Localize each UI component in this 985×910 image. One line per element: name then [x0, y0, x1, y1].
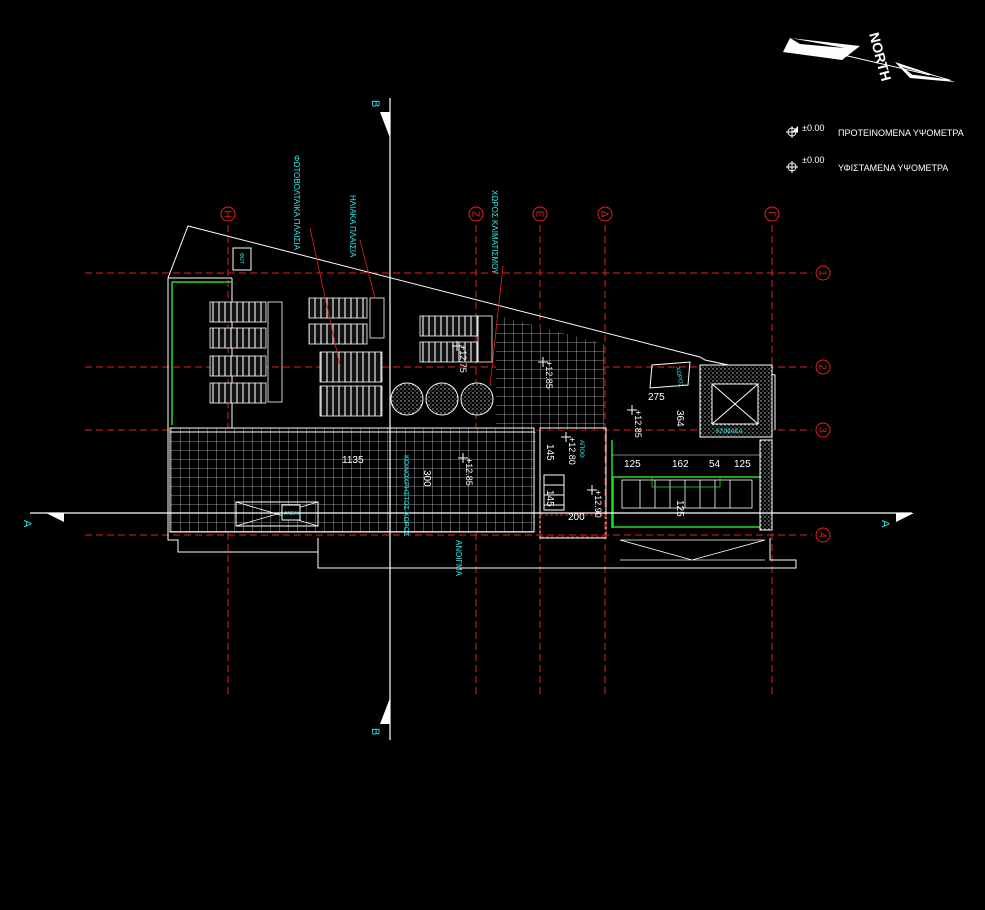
- grid-column-bubble: Δ: [597, 206, 613, 222]
- grid-row-bubble: 3: [815, 422, 831, 438]
- grid-column-bubble: Ε: [532, 206, 548, 222]
- dimension-200: 200: [568, 512, 585, 523]
- roof-garden-label: ΚΟΙΝΟΧΡΗΣΤΟΣ ΧΩΡΟΣ: [402, 455, 409, 537]
- section-a-right-label: Α: [879, 520, 891, 528]
- grid-row-label: 3: [817, 427, 828, 433]
- legend-label-existing: ΥΦΙΣΤΑΜΕΝΑ ΥΨΟΜΕΤΡΑ: [838, 163, 948, 173]
- elevation-value: +12.85: [544, 361, 554, 389]
- dimensions: 1135 300 145 145 200 275 364 125 162 54 …: [342, 392, 762, 523]
- grid-column-bubble: Ζ: [468, 206, 484, 222]
- annotations: ΦΩΤΟΒΟΛΤΑΙΚΑ ΠΛΑΙΣΙΑ ΗΛΙΑΚΑ ΠΛΑΙΣΙΑ ΧΩΡΟ…: [292, 155, 743, 577]
- section-line-a: Α Α: [21, 512, 914, 528]
- elevator-core: ΧΩΡΟΣ: [649, 361, 773, 531]
- opening-label: ΑΝΟΙΓΜΑ: [454, 540, 463, 577]
- dimension-54: 54: [709, 459, 721, 470]
- dimension-125-left: 125: [624, 459, 641, 470]
- skylight-label: ΦΩΤ: [238, 253, 244, 264]
- dimension-125-vertical: 125: [674, 500, 685, 517]
- dimension-162: 162: [672, 459, 689, 470]
- stairs-label: ΚΛΙΜΑΚΑ: [716, 429, 743, 435]
- grid-row-label: 1: [817, 270, 828, 276]
- section-a-left-label: Α: [21, 520, 33, 528]
- building-outline: [167, 225, 797, 569]
- existing-elevation-symbol-icon: [786, 161, 798, 173]
- grid-bubbles: Η Ζ Ε Δ Γ 1 2 3: [220, 206, 831, 543]
- elevation-marker: +12.85: [627, 405, 643, 438]
- elevation-value: +12.75: [458, 345, 468, 373]
- elevation-value: +12.90: [593, 490, 603, 518]
- grid-row-bubble: 4: [815, 527, 831, 543]
- storage-label: ΑΠΟΘ: [578, 440, 584, 458]
- north-arrow-icon: NORTH: [783, 31, 955, 83]
- structural-grid: [85, 225, 812, 695]
- elevation-markers: +12.75 +12.85 +12.85 +12.80 +12.85 +12.9…: [452, 341, 643, 518]
- grid-row-bubble: 2: [815, 359, 831, 375]
- elevation-marker: +12.90: [587, 485, 603, 518]
- room-box-top: ΧΩΡΟΣ: [649, 361, 691, 389]
- dimension-364: 364: [674, 410, 685, 427]
- grid-column-label: Δ: [599, 211, 610, 218]
- section-b-top-label: Β: [369, 100, 381, 107]
- skylight-box: ΦΩΤ: [232, 247, 252, 271]
- grid-row-label: 2: [817, 364, 828, 370]
- legend: ±0.00 ΠΡΟΤΕΙΝΟΜΕΝΑ ΥΨΟΜΕΤΡΑ ±0.00 ΥΦΙΣΤΑ…: [786, 123, 964, 173]
- grid-column-label: Η: [222, 210, 233, 217]
- section-line-b: Β Β: [369, 98, 391, 740]
- elevation-value: +12.80: [567, 437, 577, 465]
- solar-panels-label: ΗΛΙΑΚΑ ΠΛΑΙΣΙΑ: [348, 195, 357, 258]
- elevation-marker: +12.75: [452, 341, 468, 373]
- north-label: NORTH: [866, 31, 894, 83]
- dimension-275: 275: [648, 392, 665, 403]
- room-top-label: ΧΩΡΟΣ: [674, 366, 684, 388]
- grid-row-bubble: 1: [815, 265, 831, 281]
- dimension-1135: 1135: [342, 455, 364, 466]
- dimension-145-bottom: 145: [544, 490, 555, 507]
- elevation-value: +12.85: [633, 410, 643, 438]
- stair-well-small: ΑΠΟΘ: [539, 427, 607, 539]
- elevator-label: ΑΝΕΛΚ: [284, 511, 302, 517]
- grid-column-bubble: Γ: [764, 206, 780, 222]
- dimension-145-top: 145: [544, 444, 555, 461]
- section-b-bottom-label: Β: [369, 728, 381, 735]
- elevation-marker: +12.85: [458, 453, 474, 486]
- legend-label-proposed: ΠΡΟΤΕΙΝΟΜΕΝΑ ΥΨΟΜΕΤΡΑ: [838, 128, 964, 138]
- stair-flight: [619, 476, 766, 561]
- photovoltaic-label: ΦΩΤΟΒΟΛΤΑΙΚΑ ΠΛΑΙΣΙΑ: [292, 155, 301, 251]
- elevation-value: +12.85: [464, 458, 474, 486]
- dimension-125-right: 125: [734, 459, 751, 470]
- elevation-marker: +12.85: [538, 357, 554, 389]
- elevation-marker: +12.80: [561, 432, 577, 465]
- solar-tanks: [390, 382, 494, 416]
- grid-row-label: 4: [817, 532, 828, 538]
- dimension-300: 300: [421, 470, 432, 487]
- proposed-elevation-symbol-icon: [786, 126, 798, 138]
- photovoltaic-panels: [209, 297, 493, 417]
- grid-column-bubble: Η: [220, 206, 236, 222]
- grid-column-label: Ζ: [470, 211, 481, 217]
- tiled-terrace: [169, 315, 604, 533]
- grid-column-label: Ε: [534, 211, 545, 218]
- installation-room-label: ΧΩΡΟΣ ΚΛΙΜΑΤΙΣΜΟΥ: [490, 190, 499, 275]
- legend-marker-existing: ±0.00: [802, 155, 824, 165]
- grid-column-label: Γ: [766, 211, 777, 217]
- legend-marker-proposed: ±0.00: [802, 123, 824, 133]
- leader-lines: [309, 227, 504, 387]
